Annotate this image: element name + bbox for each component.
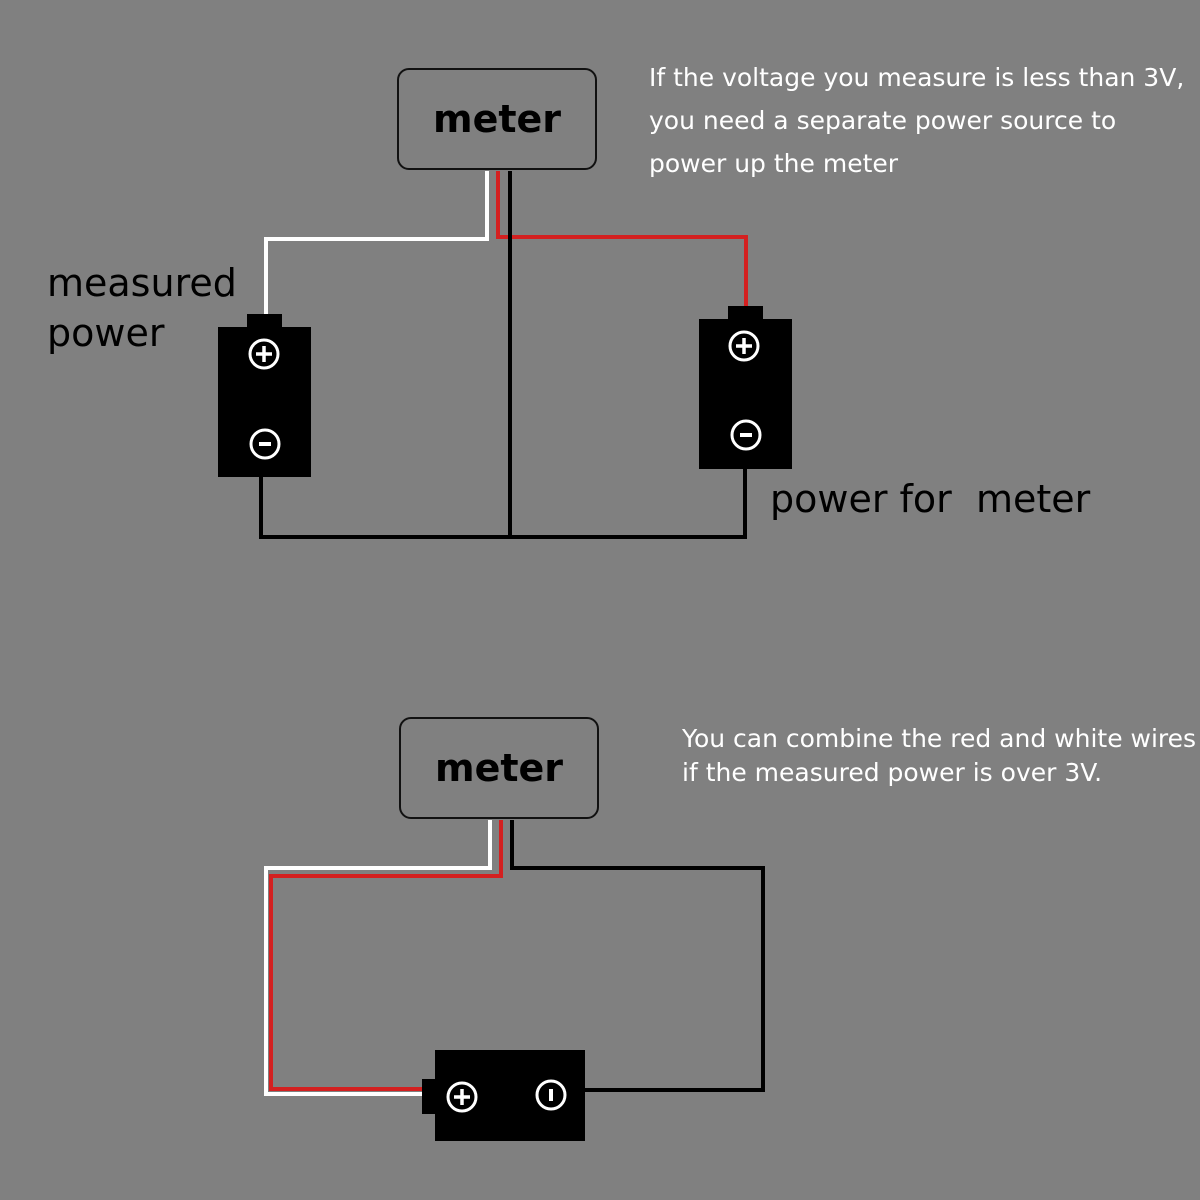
bottom-black-wire	[510, 820, 765, 1092]
minus-terminal-icon	[249, 428, 281, 460]
note-line: if the measured power is over 3V.	[682, 758, 1103, 787]
meter-box-top: meter	[397, 68, 597, 170]
note-line: you need a separate power source to	[649, 106, 1117, 135]
combined-battery	[422, 1050, 585, 1141]
plus-terminal-icon	[446, 1081, 478, 1113]
top-white-wire	[264, 171, 489, 318]
note-line: power up the meter	[649, 149, 899, 178]
meter-power-battery	[699, 306, 792, 469]
note-top: If the voltage you measure is less than …	[649, 56, 1184, 185]
measured-power-label: measured power	[47, 258, 237, 358]
meter-label: meter	[432, 97, 562, 141]
note-line: If the voltage you measure is less than …	[649, 63, 1185, 92]
plus-terminal-icon	[728, 330, 760, 362]
plus-terminal-icon	[248, 338, 280, 370]
top-black-wire-bottom	[259, 467, 747, 539]
minus-terminal-icon	[730, 419, 762, 451]
note-line: You can combine the red and white wires	[682, 724, 1197, 753]
meter-label: meter	[434, 746, 564, 790]
meter-box-bottom: meter	[399, 717, 599, 819]
label-line: measured	[47, 261, 237, 305]
meter-power-label: power for meter	[770, 477, 1091, 521]
measured-power-battery	[218, 314, 311, 477]
note-bottom: You can combine the red and white wires …	[682, 722, 1196, 790]
minus-terminal-icon	[535, 1079, 567, 1111]
top-red-wire	[496, 171, 748, 309]
label-line: power	[47, 311, 165, 355]
bottom-white-wire	[264, 820, 492, 1096]
bottom-red-wire	[269, 820, 503, 1091]
